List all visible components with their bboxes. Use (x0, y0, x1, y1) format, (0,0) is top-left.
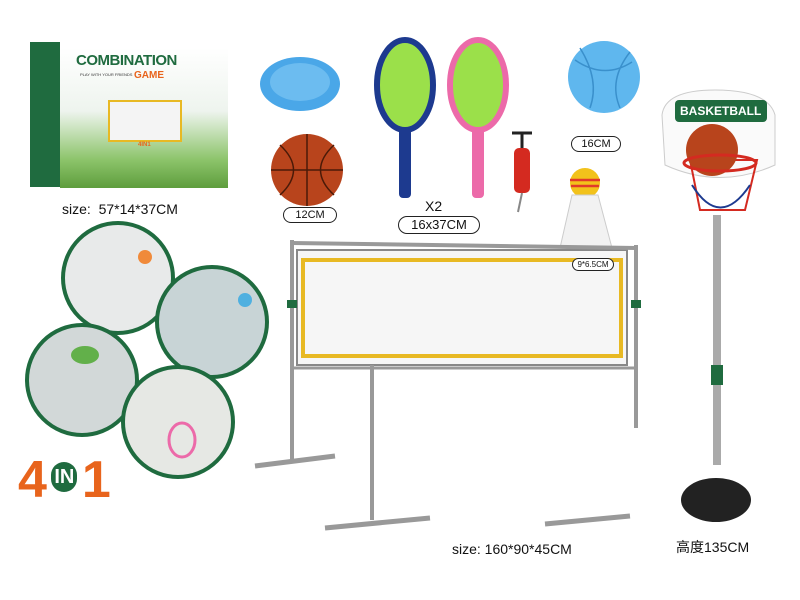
box-title-sub: GAME (134, 70, 164, 81)
net-size-label: size: 160*90*45CM (452, 541, 572, 557)
badge-num1: 4 (18, 451, 47, 509)
four-in-one-badge: 4 IN 1 (18, 450, 111, 510)
badge-in: IN (51, 462, 78, 492)
box-title: COMBINATION (76, 52, 177, 69)
shuttlecock-size: 9*6.5CM (572, 258, 614, 271)
small-basketball (271, 134, 343, 206)
box-tagline: PLAY WITH YOUR FRIENDS (80, 72, 133, 77)
usage-collage (25, 221, 269, 479)
racket-size: 16x37CM (398, 216, 480, 234)
rebound-net (254, 240, 641, 531)
box-badge: 4IN1 (138, 142, 151, 148)
shuttlecock (559, 168, 613, 249)
hoop-height-label: 高度135CM (676, 539, 750, 555)
product-box: COMBINATION GAME PLAY WITH YOUR FRIENDS … (30, 42, 230, 192)
air-pump (512, 131, 532, 213)
volleyball (568, 41, 640, 113)
pink-racket (447, 37, 509, 198)
badge-num2: 1 (81, 451, 111, 509)
basketball-stand (661, 89, 776, 522)
volleyball-size: 16CM (571, 136, 621, 152)
hoop-board-text: BASKETBALL (680, 104, 762, 118)
racket-quantity: X2 (425, 198, 443, 214)
blue-racket (374, 37, 436, 198)
small-basketball-size: 12CM (283, 207, 337, 223)
box-size-label: size: 57*14*37CM (62, 201, 178, 217)
